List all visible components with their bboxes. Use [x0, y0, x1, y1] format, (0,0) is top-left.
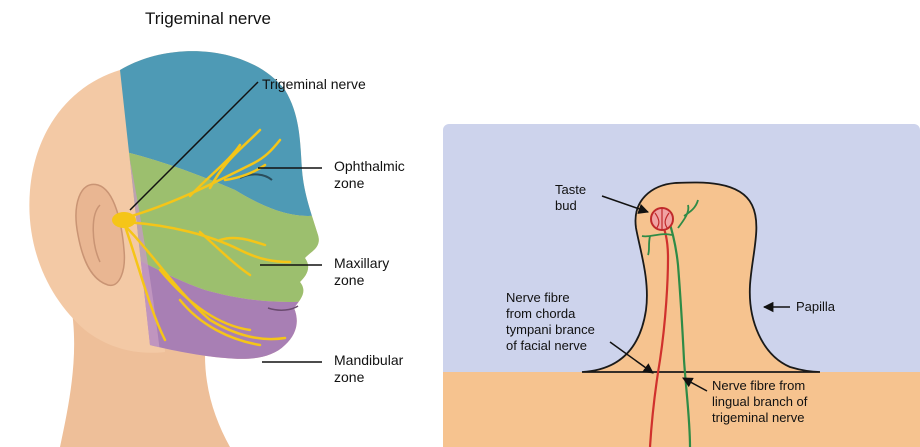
trigeminal-nerve-label: Trigeminal nerve	[262, 76, 366, 93]
papilla-panel	[443, 124, 920, 447]
papilla-label: Papilla	[796, 299, 835, 315]
head-illustration	[29, 50, 320, 447]
ophthalmic-zone-label: Ophthalmic zone	[334, 158, 405, 192]
mandibular-zone-label: Mandibular zone	[334, 352, 403, 386]
maxillary-zone-label: Maxillary zone	[334, 255, 389, 289]
taste-bud-label: Taste bud	[555, 182, 586, 214]
chorda-tympani-fibre-label: Nerve fibre from chorda tympani brance o…	[506, 290, 595, 354]
tongue-surface	[443, 372, 920, 447]
trigeminal-ganglion	[112, 212, 136, 228]
lingual-branch-fibre-label: Nerve fibre from lingual branch of trige…	[712, 378, 807, 426]
